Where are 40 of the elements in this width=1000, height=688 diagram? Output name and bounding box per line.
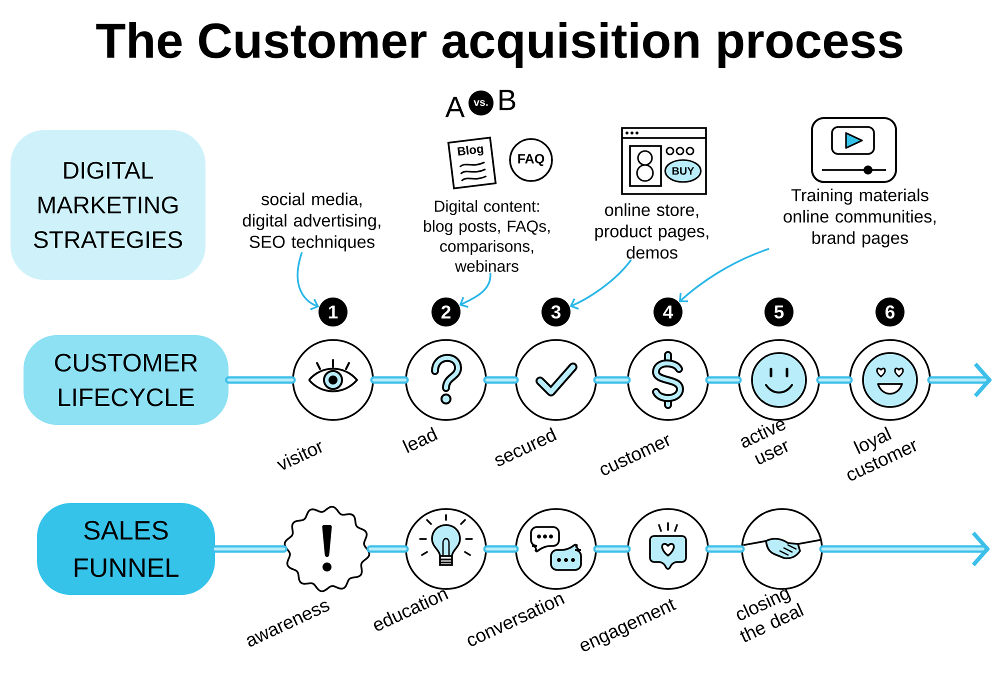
highlight-blob: CUSTOMER LIFECYCLE: [24, 335, 228, 425]
timeline-line: [593, 545, 631, 553]
timeline-line: [705, 545, 745, 553]
timeline-arrow: [819, 532, 990, 566]
number-badge: 6: [876, 298, 904, 326]
stage-label: active user: [741, 420, 788, 464]
blog-document: Blog: [447, 136, 497, 190]
curved-arrow: [296, 252, 320, 310]
description-text: Digital content: blog posts, FAQs, comparisons, webinars: [424, 200, 550, 272]
curved-arrow: [678, 248, 770, 302]
curved-arrow: [570, 259, 632, 310]
faq-bubble: FAQ: [509, 138, 553, 182]
letter-label: B: [500, 90, 516, 110]
timeline-line: [483, 376, 519, 384]
letter-label: A: [445, 96, 465, 118]
description-text: Training materials online communities, brand pages: [784, 188, 936, 248]
vs-badge: vs.: [468, 90, 494, 116]
timeline-line: [705, 376, 742, 384]
description-text: social media, digital advertising, SEO techniques: [242, 192, 380, 252]
description-text: online store, product pages, demos: [595, 203, 708, 259]
timeline-line: [370, 376, 409, 384]
title: The Customer acquisition process: [96, 22, 902, 68]
timeline-line: [366, 545, 409, 553]
curved-arrow: [459, 272, 492, 308]
stage-label: visitor: [276, 442, 322, 470]
buy-button: BUY: [664, 159, 702, 183]
highlight-blob: SALES FUNNEL: [37, 503, 215, 595]
stage-label: lead: [402, 426, 438, 453]
timeline-line: [483, 545, 519, 553]
highlight-blob: DIGITAL MARKETING STRATEGIES: [10, 130, 206, 280]
timeline-line: [816, 376, 853, 384]
timeline-line: [212, 545, 288, 553]
number-badge: 3: [542, 298, 570, 326]
number-badge: 4: [654, 298, 682, 326]
stage-label: closing the deal: [736, 588, 804, 642]
number-badge: 5: [764, 298, 794, 326]
timeline-line: [225, 376, 296, 384]
number-badge: 2: [432, 298, 460, 326]
number-badge: 1: [318, 298, 348, 326]
timeline-line: [593, 376, 631, 384]
